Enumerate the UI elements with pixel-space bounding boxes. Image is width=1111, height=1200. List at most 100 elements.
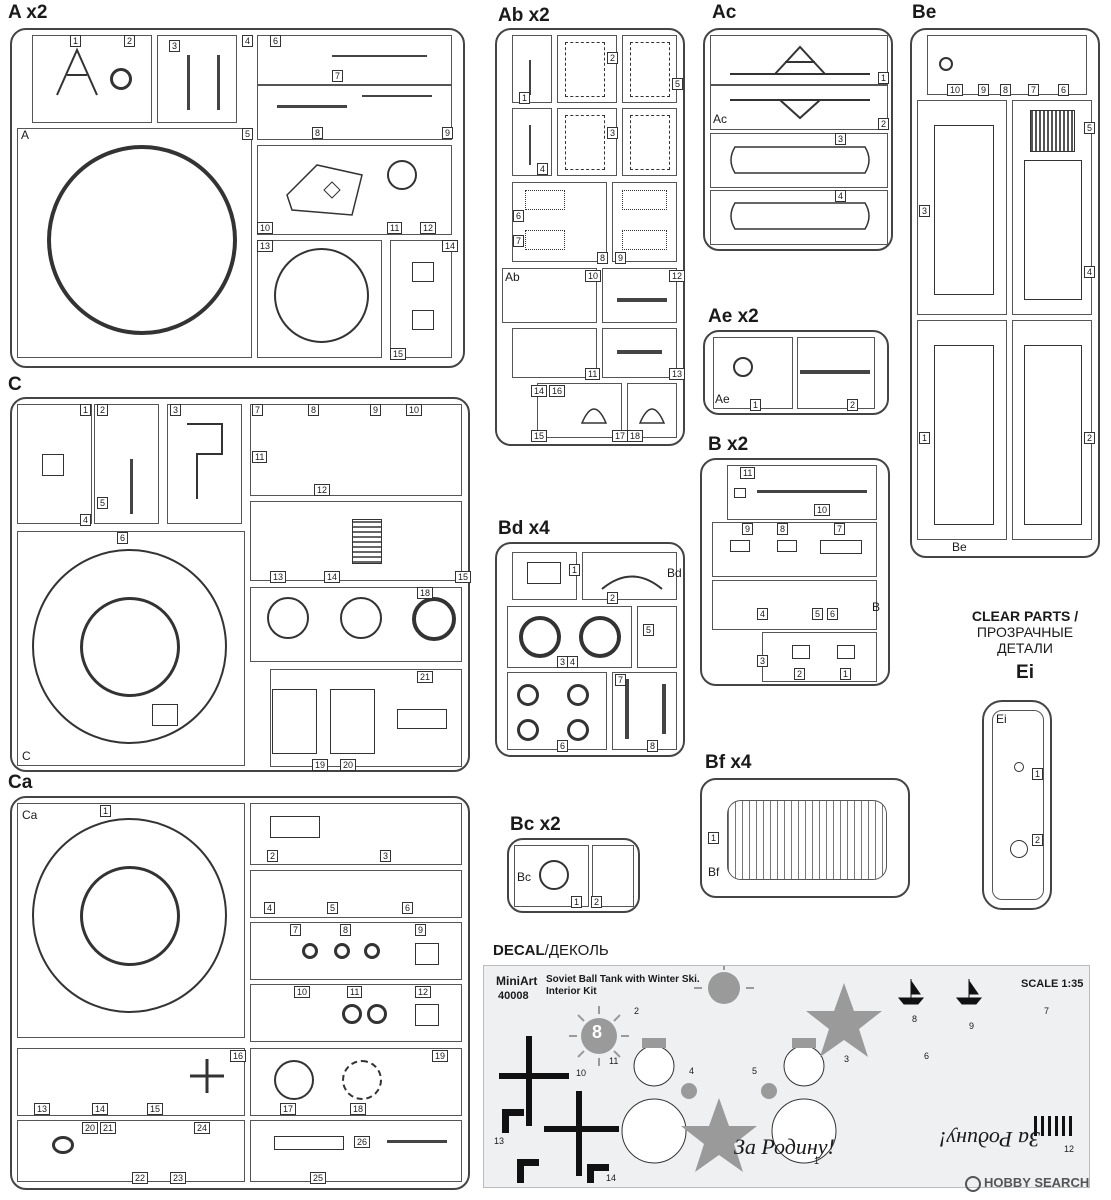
decal-cross-mark [499,1036,569,1126]
part-number: 24 [194,1122,211,1134]
part-number: 16 [230,1050,247,1062]
part-number: 2 [607,592,619,604]
sprue-ab-rod [529,125,531,165]
decal-number: 11 [609,1056,619,1066]
sprue-bd-part [527,562,561,584]
sprue-b-cell [727,465,877,520]
sprue-a-letter: A [21,128,30,142]
part-number: 13 [669,368,686,380]
sprue-ca-cell [250,922,462,980]
decal-red-star [806,983,882,1057]
sprue-c-frame-part [397,709,447,729]
part-number: 15 [455,571,472,583]
decal-brand: MiniArt [496,974,538,988]
part-number: 15 [531,430,548,442]
sprue-ab-cell [602,268,677,323]
sprue-a-cell [257,85,452,140]
part-number: 25 [310,1172,327,1184]
sprue-b-part [730,540,750,552]
sprue-ab-cell [512,35,552,103]
part-number: 5 [643,624,655,636]
part-number: 14 [324,571,341,583]
part-number: 23 [170,1172,187,1184]
part-number: 2 [847,399,859,411]
sprue-a-frame: 1 2 3 4 5 6 7 8 9 10 11 12 13 14 15 A [10,28,465,368]
sprue-ca-bearing [367,1004,387,1024]
sprue-bd-idler [567,719,589,741]
part-number: 1 [919,432,931,444]
sprue-a-cell [257,145,452,235]
decal-ship-emblem [897,979,925,1005]
sprue-c-hatch [152,704,178,726]
sprue-bf-frame: 1 Bf [700,778,910,898]
decal-number: 7 [1044,1006,1050,1016]
sprue-bc-title: Bc x2 [510,814,561,835]
sprue-ca-bearing [334,943,350,959]
part-number: 12 [314,484,331,496]
sprue-be-frame: 10 9 8 7 6 5 4 3 2 1 Be [910,28,1100,558]
sprue-a-disc [274,248,369,343]
sprue-be-small-ring [939,57,953,71]
sprue-bd-cell [637,606,677,668]
part-number: 14 [531,385,548,397]
sprue-c-bent-pipe [187,423,223,499]
sprue-ae-letter: Ae [715,392,730,406]
part-number: 2 [607,52,619,64]
sprue-ac-title: Ac [712,2,737,23]
sprue-ei-title: Ei [1016,662,1034,683]
sprue-ab-cell [612,182,677,262]
part-number: 10 [257,222,274,234]
sprue-ac-cell [710,85,888,130]
sprue-b-title: B x2 [708,434,749,455]
sprue-ae-barrel [800,370,870,374]
part-number: 3 [919,205,931,217]
part-number: 21 [417,671,434,683]
sprue-ac-cell [710,133,888,188]
decal-number: 2 [634,1006,640,1016]
part-number: 19 [432,1050,449,1062]
sprue-ab-title: Ab x2 [498,5,550,26]
decal-sheet: MiniArt 40008 Soviet Ball Tank with Wint… [483,965,1090,1188]
sprue-a-turret-ring [47,145,237,335]
part-number: 1 [100,805,112,817]
sprue-be-cell [917,100,1007,315]
sprue-ab-ammo-rack [565,42,605,97]
part-number: 1 [569,564,581,576]
decal-number: 3 [844,1054,850,1064]
sprue-ac-ski-frame [730,99,870,120]
part-number: 20 [82,1122,99,1134]
decal-snowman-figure [761,1038,837,1164]
sprue-a-cell [157,35,237,123]
sprue-c-grille [352,519,382,564]
sprue-b-part [777,540,797,552]
sprue-ab-cell [512,182,607,262]
sprue-be-cell [1012,100,1092,315]
part-number: 16 [549,385,566,397]
part-number: 8 [597,252,609,264]
decal-kit-line2: Interior Kit [546,986,597,997]
sprue-bd-cell [512,552,577,600]
sprue-c-cell [250,404,462,496]
part-number: 9 [370,404,382,416]
sprue-b-cell [712,580,877,630]
sprue-be-letter: Be [952,540,967,554]
sprue-b-cell [712,522,877,577]
part-number: 6 [117,532,129,544]
part-number: 3 [835,133,847,145]
sprue-ab-cell [502,268,597,323]
sprue-ca-cell [250,1048,462,1116]
sprue-bd-arc-part [601,575,663,590]
sprue-ab-rod [529,60,531,95]
watermark-text: HOBBY SEARCH [984,1175,1090,1190]
sprue-bc-cell [592,845,634,907]
sprue-ac-ski [730,202,870,230]
sprue-be-frame-part [934,125,994,295]
sprue-a-rod [277,105,347,108]
sprue-c-cell [167,404,242,524]
clear-parts-label: CLEAR PARTS / ПРОЗРАЧНЫЕ ДЕТАЛИ Ei [950,608,1100,684]
part-number: 6 [827,608,839,620]
sprue-c-road-wheel [340,597,382,639]
part-number: 1 [1032,768,1044,780]
sprue-ei-cell [992,710,1044,900]
sprue-ca-cell [250,803,462,865]
